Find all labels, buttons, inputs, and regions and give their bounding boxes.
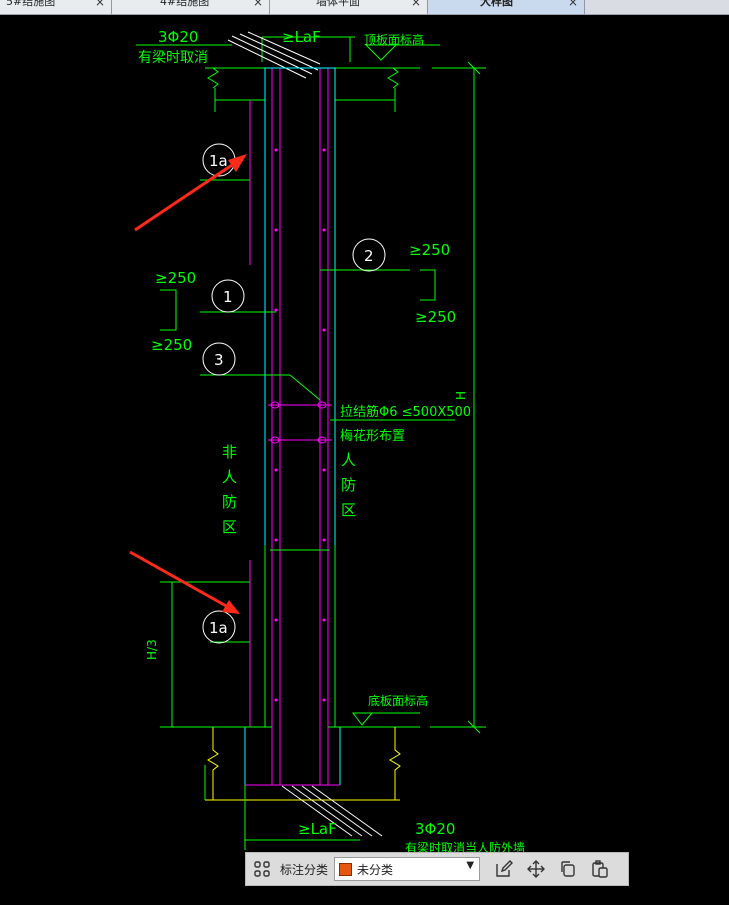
top-slab-label: 顶板面标高 <box>364 32 424 47</box>
category-value: 未分类 <box>357 862 394 877</box>
tie-note-line-2: 梅花形布置 <box>340 428 405 444</box>
left-zone-char-2: 人 <box>222 468 237 486</box>
left-zone-char-4: 区 <box>222 518 237 536</box>
tab-label: 5#结施图 <box>6 0 56 8</box>
circle-1a-top-label: 1a <box>209 152 228 170</box>
tie-bars <box>268 401 332 444</box>
left-zone-char-3: 防 <box>222 493 237 511</box>
dim-h-label: H <box>454 391 468 400</box>
bottom-note-label: 有梁时取消当人防外墙 <box>405 840 525 855</box>
laf-top-label: ≥LaF <box>282 28 321 46</box>
leader-lines <box>160 179 455 850</box>
ge250-left-top: ≥250 <box>155 269 196 287</box>
category-color-swatch <box>339 862 353 876</box>
close-icon[interactable]: × <box>94 0 105 9</box>
top-slab-lines <box>136 36 486 734</box>
right-zone-char-1: 人 <box>341 451 356 469</box>
tab-4-structural[interactable]: 4#结施图 × <box>112 0 270 14</box>
tab-label: 4#结施图 <box>160 0 210 8</box>
bottom-rebar-label: 3Φ20 <box>415 820 455 838</box>
tab-5-structural[interactable]: 5#结施图 × <box>0 0 112 14</box>
move-icon[interactable] <box>524 857 548 881</box>
category-label: 标注分类 <box>280 862 329 877</box>
close-icon[interactable]: × <box>410 0 421 9</box>
right-zone-char-2: 防 <box>341 476 356 494</box>
edit-icon[interactable] <box>492 857 516 881</box>
bottom-rebar-hatch <box>281 785 383 837</box>
chevron-down-icon[interactable]: ▼ <box>466 860 475 871</box>
circle-3-label: 3 <box>214 351 224 369</box>
ge250-right-top: ≥250 <box>409 241 450 259</box>
drawing-text: 3Φ20 有梁时取消 ≥LaF 顶板面标高 1a 1 2 3 1a ≥250 ≥… <box>138 28 525 855</box>
tab-label: 墙体平面 <box>316 0 360 8</box>
close-icon[interactable]: × <box>252 0 263 9</box>
circle-1a-bottom-label: 1a <box>209 619 228 637</box>
grid-icon[interactable] <box>250 857 274 881</box>
circle-1-label: 1 <box>223 288 233 306</box>
tab-label: 大样图 <box>480 0 513 8</box>
tie-note-line-1: 拉结筋Φ6 ≤500X500 <box>340 404 471 420</box>
tab-detail-drawing[interactable]: 大样图 × <box>428 0 585 14</box>
left-zone-char-1: 非 <box>222 443 237 461</box>
annotation-toolbar: 标注分类 未分类 ▼ <box>245 852 629 886</box>
document-tab-bar: 5#结施图 × 4#结施图 × 墙体平面 × 大样图 × <box>0 0 729 15</box>
wall-body <box>204 67 420 801</box>
close-icon[interactable]: × <box>567 0 578 9</box>
annotation-arrows <box>129 154 247 614</box>
top-note-label: 有梁时取消 <box>138 50 208 66</box>
ge250-left-bottom: ≥250 <box>151 336 192 354</box>
circle-2-label: 2 <box>364 247 374 265</box>
detail-circles <box>202 143 386 644</box>
cad-drawing-canvas[interactable]: 3Φ20 有梁时取消 ≥LaF 顶板面标高 1a 1 2 3 1a ≥250 ≥… <box>0 15 729 905</box>
laf-bottom-label: ≥LaF <box>298 820 337 838</box>
category-select[interactable]: 未分类 ▼ <box>334 857 481 881</box>
rebar-dots <box>274 148 326 702</box>
dim-h3-label: H/3 <box>145 639 159 660</box>
ge250-right-bottom: ≥250 <box>415 308 456 326</box>
right-zone-char-3: 区 <box>341 501 356 519</box>
copy-icon[interactable] <box>556 857 580 881</box>
bottom-slab-label: 底板面标高 <box>368 693 428 708</box>
top-rebar-label: 3Φ20 <box>158 28 198 46</box>
paste-icon[interactable] <box>588 857 612 881</box>
tab-wall-plan[interactable]: 墙体平面 × <box>270 0 428 14</box>
